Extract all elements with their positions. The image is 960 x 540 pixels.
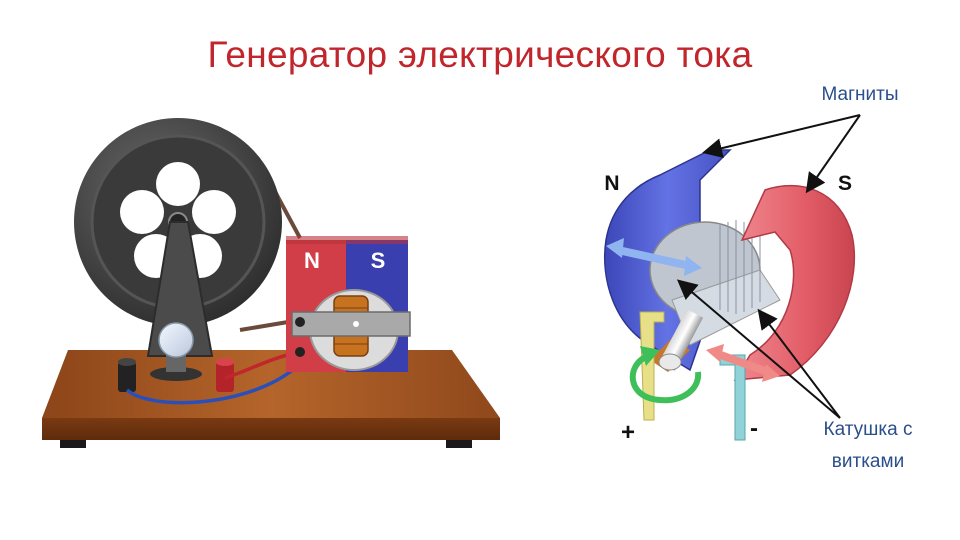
north-pole-letter: N (304, 248, 320, 273)
generator-model: N S (42, 118, 500, 448)
page-title: Генератор электрического тока (207, 34, 753, 75)
south-label: S (838, 172, 852, 195)
terminal-plus-brush (639, 311, 665, 421)
model-bracket (291, 311, 411, 337)
north-label: N (604, 172, 619, 195)
wooden-base (42, 350, 500, 448)
flywheel-stand (146, 221, 214, 357)
magnets-label: Магниты (821, 84, 898, 105)
terminal-minus-brush (719, 354, 746, 441)
horseshoe-magnet: N S (286, 236, 411, 372)
rotation-arrow-icon (629, 346, 702, 404)
field-arrow-red (706, 344, 780, 382)
generator-schematic: Магниты N S + - Катушка с витками (603, 84, 913, 472)
coil-label-line2: витками (832, 451, 904, 472)
field-arrow-blue (606, 238, 702, 276)
minus-label: - (750, 415, 758, 442)
coil-callout-lines (676, 279, 841, 419)
terminal-black (118, 358, 136, 392)
plus-label: + (621, 419, 635, 446)
light-bulb-icon (150, 322, 202, 381)
south-magnet (733, 184, 856, 381)
coil-label-line1: Катушка с (824, 419, 913, 440)
magnets-callout-lines (702, 114, 861, 194)
south-pole-letter: S (371, 248, 386, 273)
